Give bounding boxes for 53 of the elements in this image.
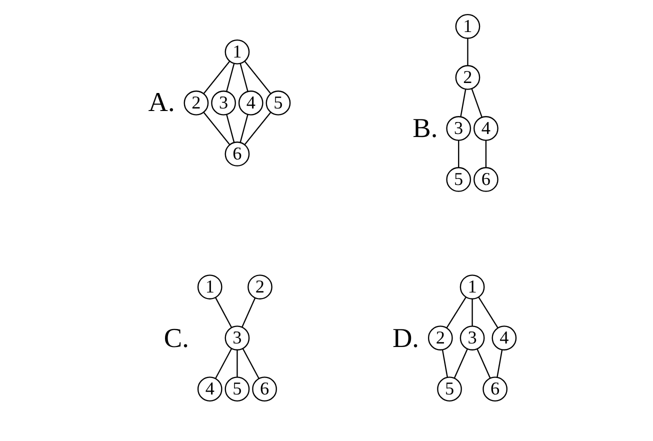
node-circle: 5 <box>224 376 250 402</box>
option-letter: B. <box>412 114 438 142</box>
connector <box>485 140 487 168</box>
node-circle: 1 <box>460 274 485 300</box>
connector <box>242 348 260 379</box>
node-circle: 3 <box>224 326 250 350</box>
connector <box>244 60 272 94</box>
connector <box>226 63 235 92</box>
node-circle: 2 <box>184 90 209 116</box>
node-circle: 4 <box>238 90 264 116</box>
option-letter: D. <box>392 324 420 352</box>
connector <box>242 298 256 328</box>
connector <box>472 298 473 326</box>
node-circle: 5 <box>266 90 291 116</box>
connector <box>244 112 272 146</box>
node-circle: 1 <box>455 14 480 39</box>
option-letter: A. <box>148 89 175 117</box>
node-circle: 2 <box>428 326 453 350</box>
node-circle: 6 <box>252 376 277 402</box>
connector <box>240 63 248 92</box>
connector <box>471 88 483 118</box>
node-circle: 3 <box>211 90 236 116</box>
connector <box>226 114 235 143</box>
node-circle: 4 <box>492 326 517 350</box>
connector <box>476 348 491 378</box>
node-circle: 2 <box>248 274 272 300</box>
node-circle: 5 <box>446 167 472 192</box>
node-circle: 1 <box>197 274 222 300</box>
connector <box>454 348 468 378</box>
connector <box>240 114 248 143</box>
connector <box>203 60 230 94</box>
node-circle: 3 <box>460 326 485 350</box>
connector <box>214 348 232 379</box>
option-letter: C. <box>164 324 189 352</box>
connector <box>460 89 466 117</box>
connector <box>478 296 498 328</box>
node-circle: 4 <box>197 376 222 402</box>
connector <box>446 296 466 328</box>
node-circle: 4 <box>474 116 498 141</box>
connector <box>203 112 230 146</box>
node-circle: 6 <box>482 376 508 402</box>
connector <box>458 140 460 168</box>
node-circle: 2 <box>455 65 480 90</box>
connector <box>467 38 468 66</box>
node-circle: 5 <box>437 376 462 402</box>
connector <box>442 350 448 378</box>
connector <box>214 297 232 328</box>
node-circle: 6 <box>224 142 250 166</box>
node-circle: 6 <box>474 167 498 192</box>
node-circle: 1 <box>224 40 250 64</box>
connector <box>496 350 503 378</box>
connector <box>236 350 238 378</box>
node-circle: 3 <box>446 116 472 141</box>
